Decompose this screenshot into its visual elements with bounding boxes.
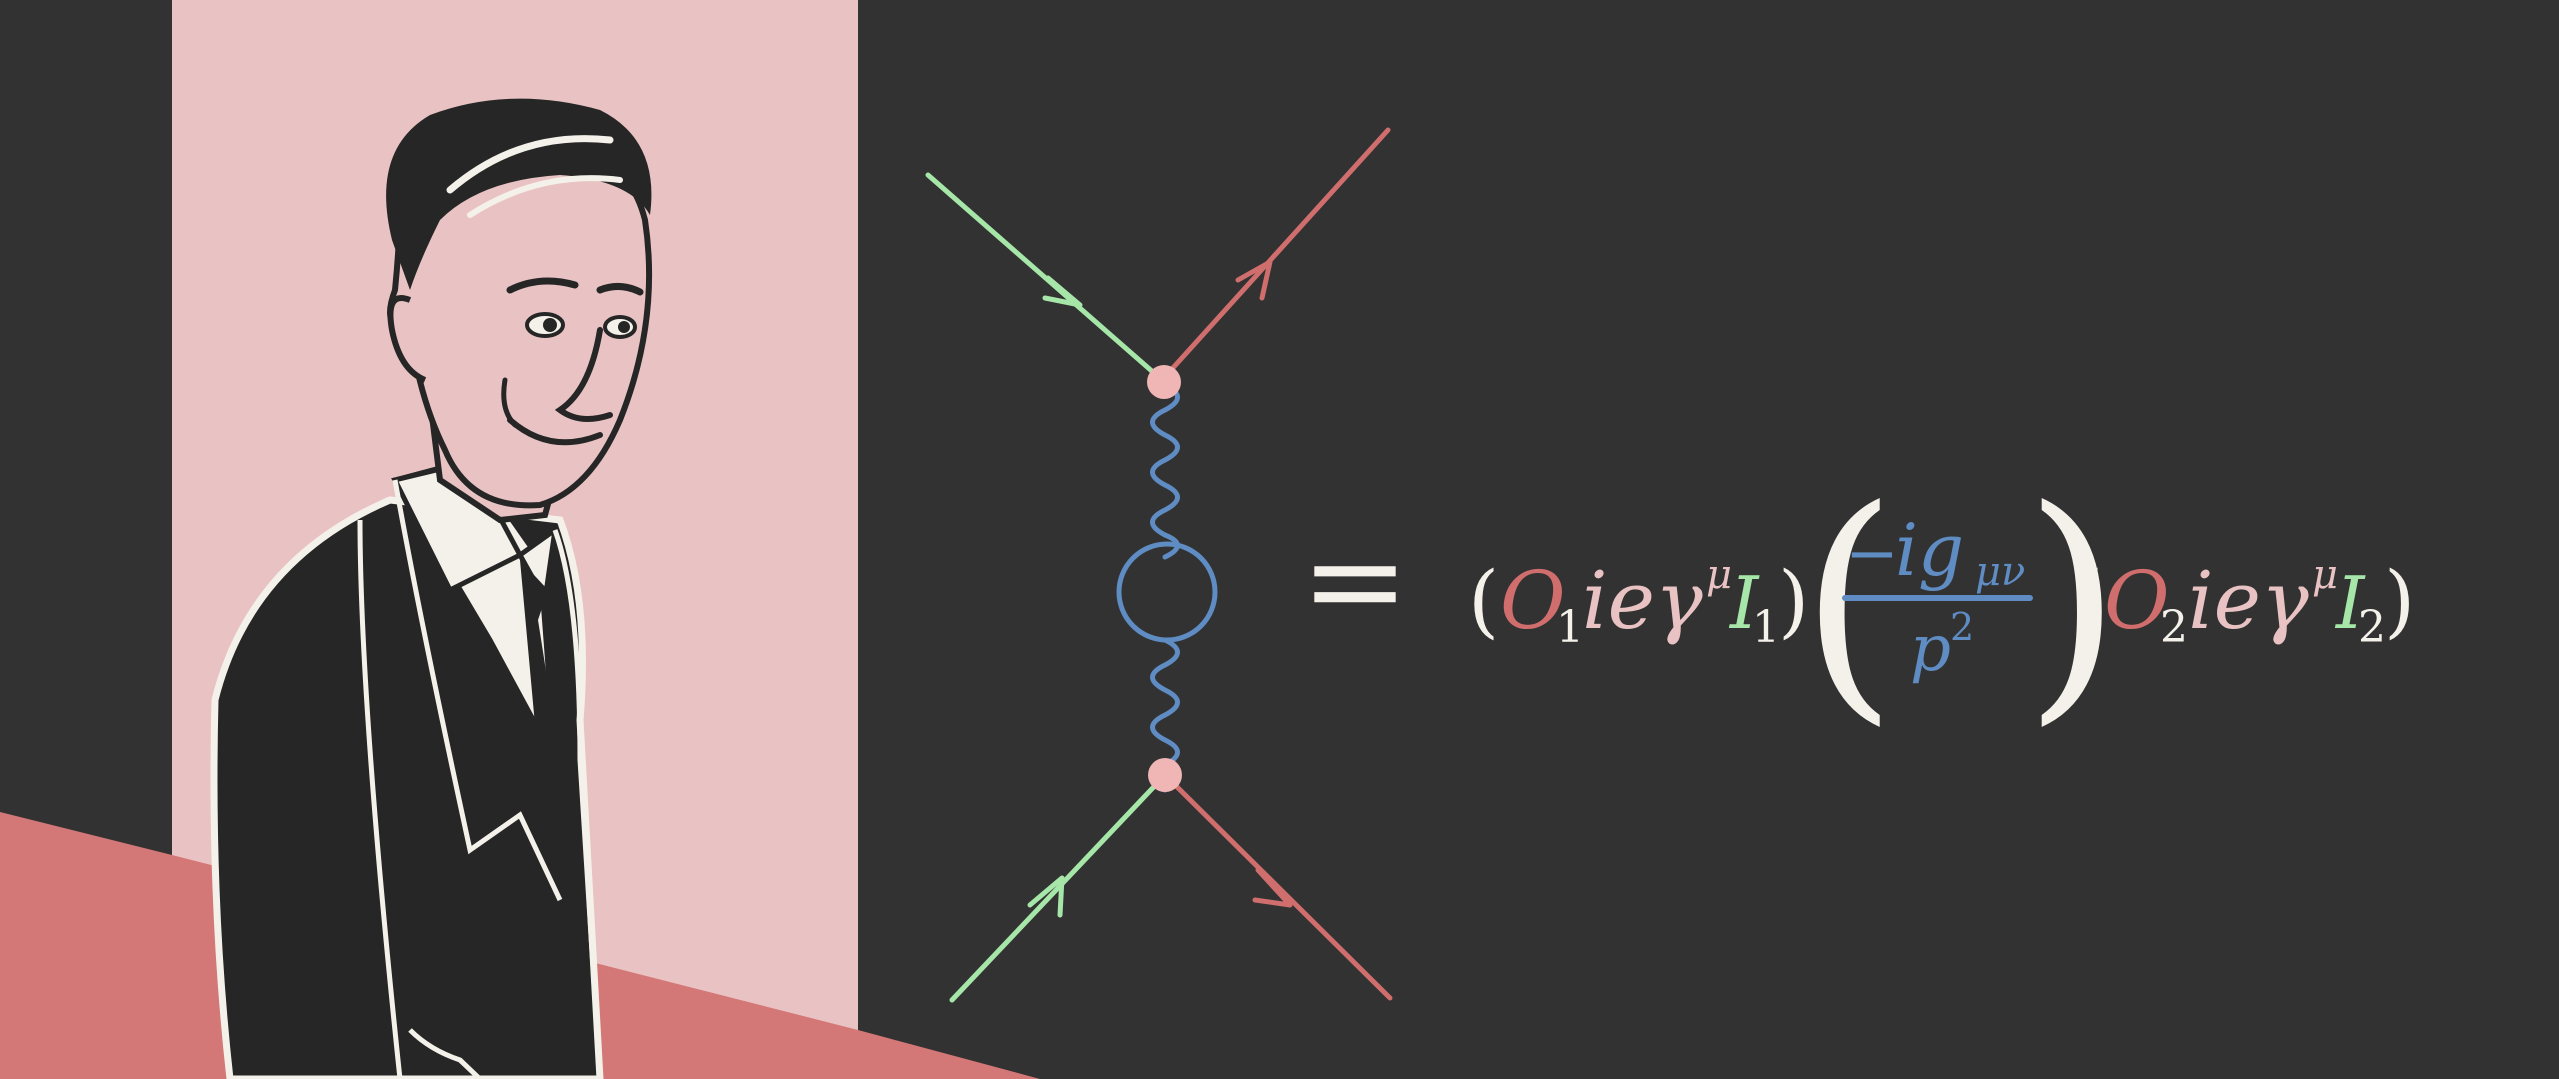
propagator-ig: ig [1895,508,1964,592]
muon-line-top [1159,127,1391,383]
hair [386,98,652,290]
muon-arrow-bottom [1252,867,1293,908]
paren-open-2: ( [2072,554,2103,647]
factor1-i-sub: 1 [1752,602,1780,653]
paren-close-2: ) [2384,554,2415,647]
propagator-sub: μν [1975,549,2025,595]
electron-line-bottom [949,772,1168,1003]
cheek-line [501,377,518,428]
feynman-diagram-icon [925,127,1393,1003]
equals-sign: = [1301,504,1410,656]
big-paren-open: ( [1800,456,1898,747]
big-paren-close: ) [2024,456,2122,747]
lapel-right [552,529,603,1079]
brow-right [596,283,644,296]
electron-arrow-bottom [1027,875,1065,918]
paren-close-1: ) [1778,554,1809,647]
paren-open-1: ( [1468,554,1499,647]
vertex-top [1147,365,1181,399]
electron-line-top [925,172,1165,383]
electron-arrow-top [1042,275,1083,308]
muon-arrow-top [1235,259,1273,301]
brow-left [506,277,579,294]
propagator-sup: 2 [1950,605,1974,649]
propagator-p: p [1910,612,1951,686]
hair-highlight-2 [467,175,623,218]
factor1-i: I [1728,561,1760,645]
factor1-iey: ieγ [1582,554,1703,647]
tie [520,560,560,780]
factor2-mu: μ [2312,552,2338,598]
smile [507,417,603,446]
factor2-i: I [2334,561,2366,645]
factor1-o-sub: 1 [1556,602,1584,653]
photon-top [1150,382,1180,560]
factor1-o: O [1500,554,1566,647]
factor2-o-sub: 2 [2160,602,2188,653]
muon-line-bottom [1162,772,1393,1001]
hand [408,1028,482,1079]
ear [387,295,427,383]
amplitude-equation: = ( O 1 ieγ μ I 1 ) ( ) − ig μν p 2 ( O … [1301,456,2416,747]
factor2-i-sub: 2 [2358,602,2386,653]
pupil-left [543,318,557,332]
factor2-iey: ieγ [2188,554,2309,647]
propagator-minus: − [1845,517,1899,591]
suit-seam [357,519,403,1079]
floor-right [858,1030,1040,1079]
factor2-o: O [2104,554,2170,647]
vertex-bottom [1148,758,1182,792]
pupil-right [618,321,630,333]
floor-left [0,812,172,1079]
lapel-left [392,479,563,902]
nose [554,327,613,422]
hair-highlight-1 [446,135,614,194]
physicist-portrait-icon [210,98,653,1079]
factor1-mu: μ [1706,552,1732,598]
